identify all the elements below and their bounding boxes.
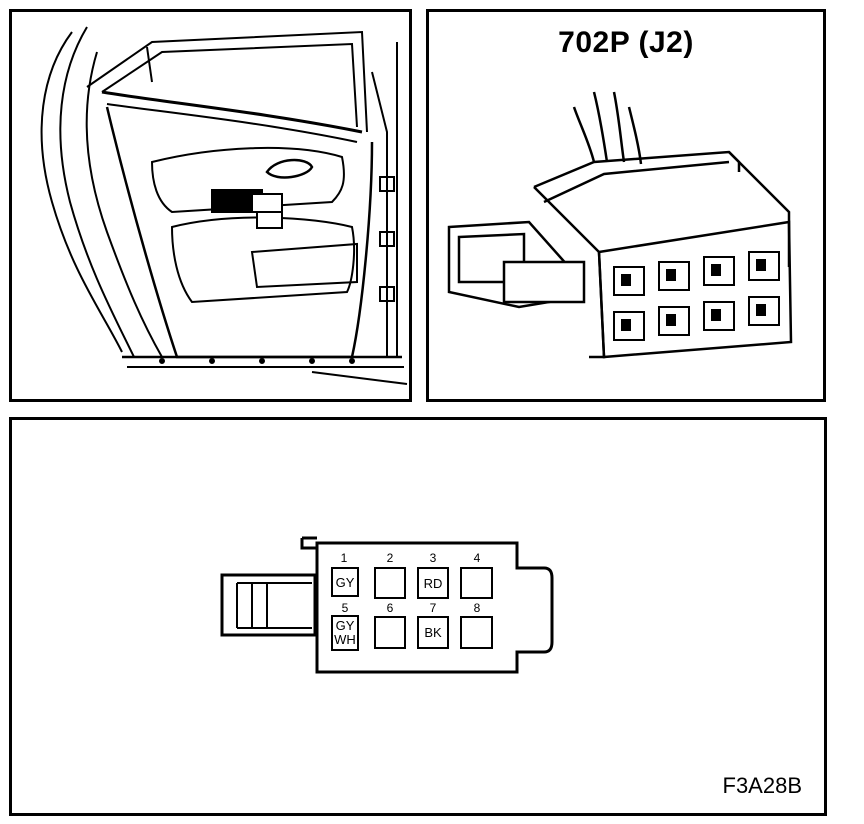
pin-6-cell [374, 616, 406, 649]
rear-door-illustration [40, 26, 408, 385]
door-view-panel [9, 9, 412, 402]
pin-5-cell: GY WH [331, 615, 359, 651]
pin-3-color: RD [423, 575, 443, 591]
pin-7-cell: BK [417, 616, 449, 649]
figure-id: F3A28B [722, 773, 803, 798]
pin-7-color: BK [424, 625, 442, 640]
pin-3-cell: RD [417, 567, 449, 599]
pin-5-color-line2: WH [334, 632, 356, 647]
pin-7-number: 7 [429, 601, 437, 615]
pin-2-number: 2 [386, 551, 394, 565]
pin-4-cell [460, 567, 493, 599]
pin-3-number: 3 [429, 551, 437, 565]
connector-illustration [447, 91, 793, 359]
pin-1-color: GY [335, 574, 355, 590]
pin-5-number: 5 [341, 601, 349, 615]
connector-title: 702P (J2) [558, 26, 694, 59]
pin-1-cell: GY [331, 567, 359, 597]
connector-view-panel: 702P (J2) [426, 9, 826, 402]
pin-8-number: 8 [473, 601, 481, 615]
pinout-panel: 1 GY 2 3 RD 4 5 GY WH 6 7 BK 8 [9, 417, 827, 816]
pin-1-number: 1 [340, 551, 348, 565]
pin-8-cell [460, 616, 493, 649]
pin-6-number: 6 [386, 601, 394, 615]
pin-2-cell [374, 567, 406, 599]
connector-face-diagram [220, 536, 554, 674]
pin-4-number: 4 [473, 551, 481, 565]
pin-5-color-line1: GY [335, 618, 355, 633]
